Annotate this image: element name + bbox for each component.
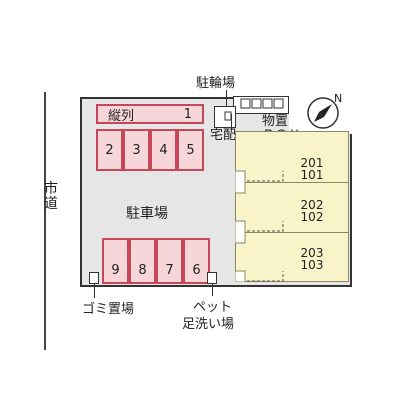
building-entrances xyxy=(235,170,284,282)
storage-sheds xyxy=(233,96,289,114)
public-road-line xyxy=(44,92,46,350)
pet-wash-label-line1: ペット xyxy=(193,300,233,315)
unit-label-lower: 102 xyxy=(300,210,324,224)
unit-divider xyxy=(235,182,349,183)
pet-wash-leader xyxy=(212,284,213,296)
parking-slot: 7 xyxy=(156,238,183,284)
public-road-label: 市道 xyxy=(44,181,58,212)
garbage-leader xyxy=(94,284,95,298)
bicycle-parking-area xyxy=(214,106,236,128)
parking-slot: 6 xyxy=(183,238,210,284)
garbage-area-marker xyxy=(89,272,99,284)
delivery-leader xyxy=(231,114,232,132)
parking-slot: 5 xyxy=(177,129,204,171)
unit-label-upper: 201 xyxy=(300,156,324,170)
pet-wash-label-line2: 足洗い場 xyxy=(182,317,235,332)
storage-label: 物置 xyxy=(262,114,289,129)
compass-north-label: N xyxy=(334,92,343,105)
parking-slot-tandem: 縦列 1 xyxy=(96,104,204,124)
unit-label-lower: 101 xyxy=(300,168,324,182)
parking-tandem-label: 縦列 xyxy=(108,108,135,124)
parking-area-label: 駐車場 xyxy=(126,206,168,222)
unit-label-upper: 202 xyxy=(300,198,324,212)
parking-slot: 4 xyxy=(150,129,177,171)
delivery-box-label-line1: 宅配 xyxy=(210,128,237,143)
bicycle-leader xyxy=(226,90,227,106)
bicycle-parking-label: 駐輪場 xyxy=(196,76,236,91)
parking-tandem-number: 1 xyxy=(183,106,192,122)
compass-icon xyxy=(307,97,339,129)
parking-slot: 3 xyxy=(123,129,150,171)
unit-label-lower: 103 xyxy=(300,258,324,272)
parking-slot: 8 xyxy=(129,238,156,284)
parking-slot: 9 xyxy=(102,238,129,284)
pet-wash-marker xyxy=(207,272,217,284)
unit-divider xyxy=(235,232,349,233)
unit-label-upper: 203 xyxy=(300,246,324,260)
garbage-area-label: ゴミ置場 xyxy=(82,302,135,317)
apartment-building xyxy=(235,131,349,282)
parking-slot: 2 xyxy=(96,129,123,171)
